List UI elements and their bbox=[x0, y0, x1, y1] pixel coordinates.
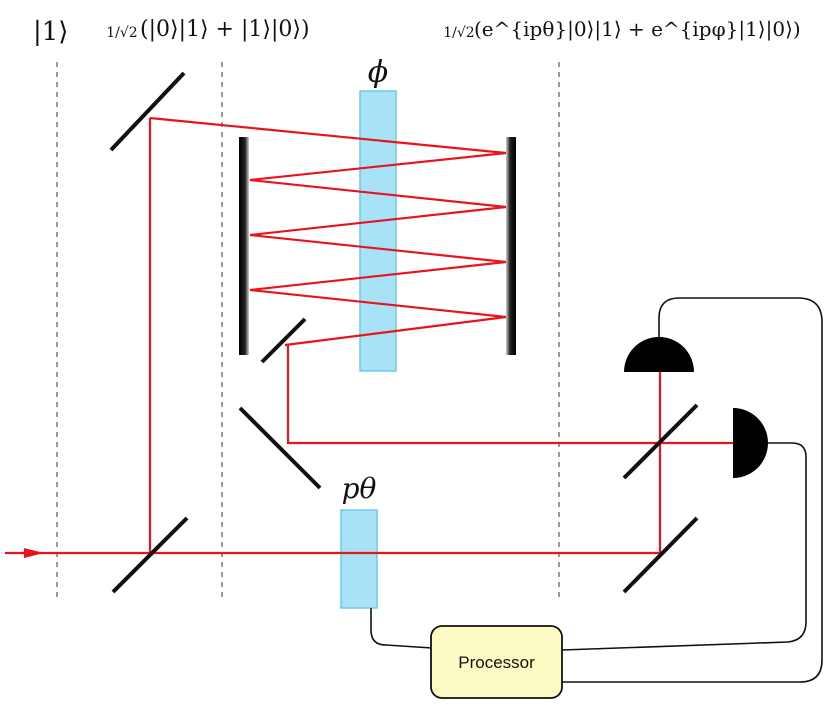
state-phase-coefficient: 1/√2 bbox=[443, 25, 474, 41]
mirror-lower-icon bbox=[238, 406, 322, 490]
phase-plate-ptheta bbox=[340, 509, 378, 609]
wire-right-detector bbox=[561, 442, 807, 651]
laser-beams bbox=[5, 116, 760, 555]
mirrors bbox=[109, 71, 699, 594]
mirror-top-left-icon bbox=[109, 71, 186, 152]
processor-label: Processor bbox=[458, 653, 535, 672]
beamsplitter-right-icon bbox=[622, 403, 699, 480]
ptheta-label: pθ bbox=[342, 472, 377, 505]
state-input-label: |1⟩ bbox=[33, 17, 68, 47]
signal-wires bbox=[370, 297, 823, 683]
state-split-body: (|0⟩|1⟩ + |1⟩|0⟩) bbox=[140, 17, 310, 42]
wire-ptheta bbox=[370, 608, 433, 649]
section-dividers bbox=[56, 62, 560, 600]
beam-multipass bbox=[149, 116, 507, 347]
processor-box bbox=[430, 625, 563, 699]
detector-top-icon bbox=[624, 337, 694, 372]
state-phase-body: (e^{ipθ}|0⟩|1⟩ + e^{ipφ}|1⟩|0⟩) bbox=[474, 17, 801, 42]
phi-label: ϕ bbox=[368, 55, 388, 90]
state-phase-label: 1/√2 (e^{ipθ}|0⟩|1⟩ + e^{ipφ}|1⟩|0⟩) bbox=[443, 17, 800, 42]
mirror-small-icon bbox=[260, 317, 307, 364]
state-split-label: 1/√2 (|0⟩|1⟩ + |1⟩|0⟩) bbox=[106, 17, 309, 42]
beamsplitter-left-icon bbox=[111, 516, 189, 594]
beam-input-arrow-icon bbox=[24, 548, 44, 558]
wire-top-detector bbox=[562, 297, 823, 683]
cavity-mirror-right-icon bbox=[506, 137, 516, 355]
beam-exit bbox=[285, 343, 760, 445]
state-split-coefficient: 1/√2 bbox=[106, 25, 137, 41]
mirror-bottom-right-icon bbox=[622, 516, 699, 594]
cavity-mirror-left-icon bbox=[239, 137, 249, 355]
phase-plate-phi bbox=[359, 90, 397, 372]
detector-right-icon bbox=[733, 408, 768, 478]
